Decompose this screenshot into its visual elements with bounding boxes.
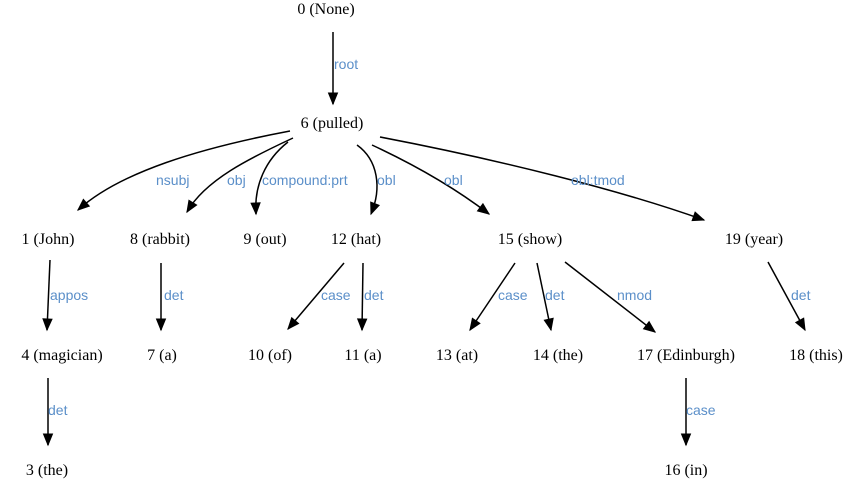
edge-label-e-6-15: obl [444, 172, 463, 188]
node-n10: 10 (of) [248, 347, 292, 364]
edge-label-e-8-7: det [164, 287, 184, 303]
edge-label-e-15-17: nmod [617, 287, 652, 303]
edge-label-e-12-11: det [364, 287, 384, 303]
edge-n6-to-n15 [371, 144, 490, 215]
edge-label-e-4-3: det [48, 402, 68, 418]
edge-n6-to-n8 [186, 137, 294, 213]
edges-layer [42, 32, 806, 447]
node-n14: 14 (the) [533, 347, 583, 364]
arrowhead-n16 [680, 433, 692, 447]
arrowhead-n15 [476, 202, 491, 215]
node-n11: 11 (a) [344, 347, 381, 364]
node-n0: 0 (None) [297, 1, 354, 18]
arrowhead-n4 [42, 318, 53, 332]
arrowhead-n8 [186, 199, 198, 214]
edge-n15-to-n17 [564, 261, 656, 333]
node-n1: 1 (John) [22, 231, 75, 248]
edge-labels-layer: root nsubj obj compound:prt obl obl obl:tmod ap… [48, 56, 811, 418]
edge-label-e-15-13: case [498, 287, 528, 303]
arrowhead-n19 [691, 211, 706, 222]
node-n19: 19 (year) [725, 231, 783, 248]
node-n8: 8 (rabbit) [130, 231, 190, 248]
arrowhead-n13 [469, 317, 481, 332]
arrowhead-n11 [356, 318, 368, 332]
edge-label-e-6-12: obl [377, 172, 396, 188]
edge-n19-to-n18 [767, 261, 806, 331]
edge-label-e-6-8: obj [227, 172, 246, 188]
edge-label-e-15-14: det [545, 287, 565, 303]
node-n17: 17 (Edinburgh) [637, 347, 735, 364]
node-n12: 12 (hat) [331, 231, 381, 248]
arrowhead-n1 [77, 198, 91, 211]
arrowhead-n7 [155, 318, 167, 332]
node-n7: 7 (a) [147, 347, 177, 364]
node-n13: 13 (at) [436, 347, 478, 364]
node-n9: 9 (out) [243, 231, 286, 248]
node-n6: 6 (pulled) [301, 115, 364, 132]
arrowhead-n9 [250, 202, 261, 216]
edge-label-e-6-1: nsubj [156, 172, 189, 188]
edge-label-e-1-4: appos [50, 287, 88, 303]
arrowhead-n17 [642, 320, 657, 333]
edge-label-e-17-16: case [686, 402, 716, 418]
node-n18: 18 (this) [789, 347, 843, 364]
node-n15: 15 (show) [498, 231, 562, 248]
edge-label-e-0-6: root [334, 56, 358, 72]
nodes-layer: 0 (None) 6 (pulled) 1 (John) 8 (rabbit) 9 (o… [21, 1, 843, 479]
edge-label-e-12-10: case [321, 287, 351, 303]
arrowhead-n14 [543, 317, 554, 332]
arrowhead-n3 [42, 433, 54, 447]
arrowhead-n10 [287, 316, 300, 331]
node-n4: 4 (magician) [21, 347, 102, 364]
edge-n1-to-n4 [46, 259, 51, 331]
edge-label-e-6-19: obl:tmod [571, 172, 625, 188]
edge-n6-to-n1 [77, 130, 291, 211]
arrowhead-n6 [327, 92, 339, 106]
node-n3: 3 (the) [26, 462, 68, 479]
edge-n6-to-n19 [379, 136, 705, 221]
node-n16: 16 (in) [664, 462, 707, 479]
arrowhead-n12 [370, 201, 380, 216]
edge-label-e-6-9: compound:prt [262, 172, 348, 188]
edge-n15-to-n13 [469, 262, 516, 331]
arrowhead-n18 [794, 317, 806, 332]
edge-label-e-19-18: det [791, 287, 811, 303]
edge-n12-to-n10 [287, 262, 345, 330]
